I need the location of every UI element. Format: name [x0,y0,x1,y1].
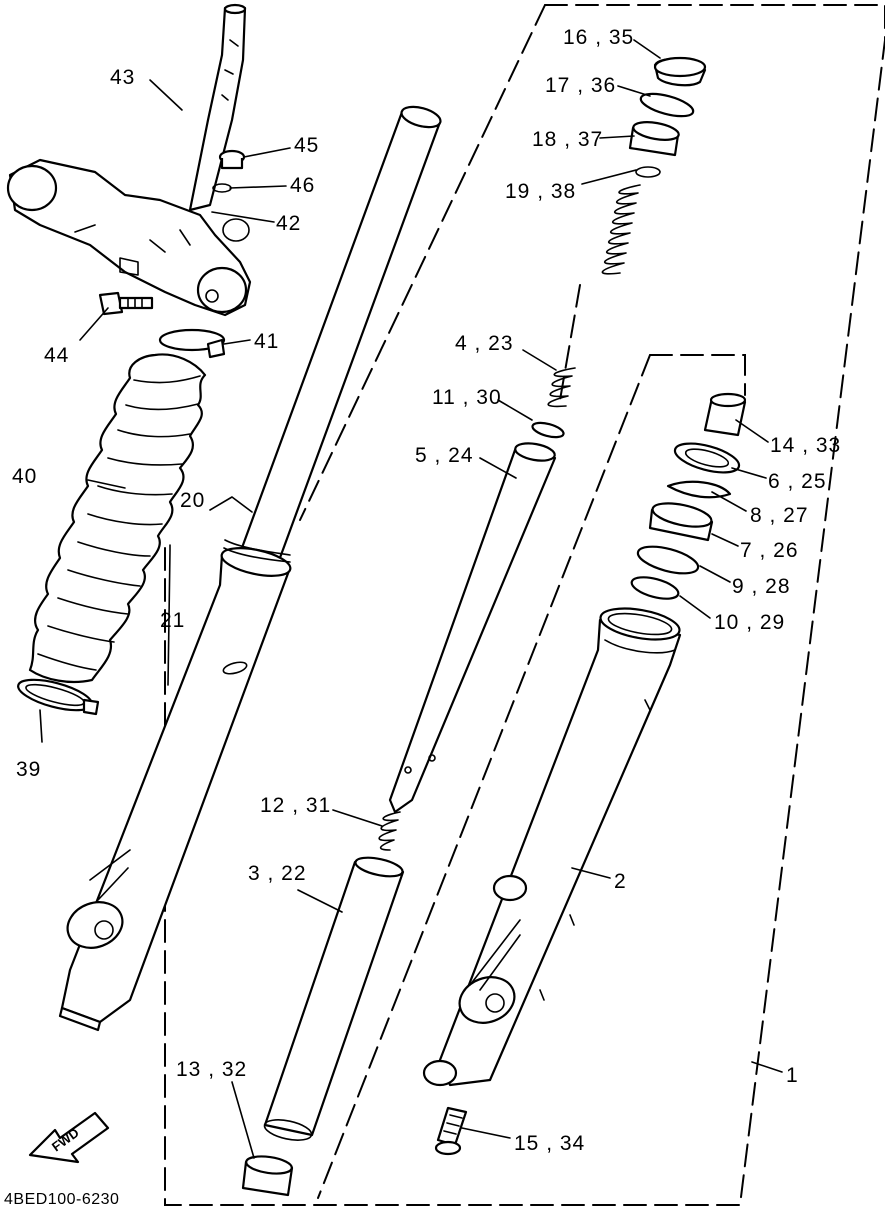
callout-4-23: 4 , 23 [455,332,514,355]
collar-part [703,392,747,437]
callout-42: 42 [276,212,301,235]
callout-13-32: 13 , 32 [176,1058,247,1081]
callout-11-30: 11 , 30 [432,386,502,409]
callout-6-25: 6 , 25 [768,470,827,493]
taper-spring-part [378,811,401,851]
oil-seal-part [648,502,714,542]
stopper-ring-part [666,480,732,499]
callout-1: 1 [786,1064,799,1087]
callout-12-31: 12 , 31 [260,794,331,817]
callout-5-24: 5 , 24 [415,444,474,467]
band-39-part [17,678,100,716]
callout-17-36: 17 , 36 [545,74,616,97]
piston-ring-part [531,421,565,439]
callout-40: 40 [12,465,37,488]
washer-19-part [635,166,661,178]
callout-15-34: 15 , 34 [514,1132,585,1155]
washer-9-part [636,545,700,575]
dust-seal-part [673,442,741,474]
callout-14-33: 14 , 33 [770,434,841,457]
callout-20: 20 [180,489,205,512]
fork-spring-part [601,184,641,275]
damper-cylinder-part [263,856,405,1141]
diagram-code: 4BED100-6230 [4,1191,119,1208]
band-41-part [158,328,226,359]
oil-lock-piece-part [241,1155,294,1197]
fork-boot-part [28,353,207,684]
outer-tube-21-part [58,539,292,1032]
bolt-45-part [218,149,246,170]
outer-tube-2-part [422,607,682,1087]
callout-2: 2 [614,870,627,893]
callout-21: 21 [160,609,185,632]
spacer-18-part [628,121,680,157]
callout-45: 45 [294,134,319,157]
callout-44: 44 [44,344,69,367]
callout-7-26: 7 , 26 [740,539,799,562]
o-ring-17-part [639,92,695,118]
damper-rod-part [388,442,557,814]
callout-43: 43 [110,66,135,89]
callout-46: 46 [290,174,315,197]
callout-9-28: 9 , 28 [732,575,791,598]
washer-46-part [212,183,232,193]
cap-bolt-16-part [653,56,707,87]
callout-19-38: 19 , 38 [505,180,576,203]
callout-3-22: 3 , 22 [248,862,307,885]
callout-10-29: 10 , 29 [714,611,785,634]
fwd-arrow-icon: FWD [28,1111,110,1164]
o-ring-42-part [222,218,250,242]
bolt-44-part [98,291,154,316]
under-bracket-part [6,158,252,317]
callout-8-27: 8 , 27 [750,504,809,527]
bushing-10-part [630,576,680,600]
steering-stem-part [188,3,247,212]
assembly-outline [164,4,885,1206]
callout-39: 39 [16,758,41,781]
callout-labels: 43 45 46 42 44 41 40 20 21 39 16 , 35 17… [4,26,841,1208]
leader-lines [39,39,783,1159]
rebound-spring-part [547,367,576,408]
bolt-15-part [434,1106,468,1156]
callout-16-35: 16 , 35 [563,26,634,49]
callout-18-37: 18 , 37 [532,128,603,151]
callout-41: 41 [254,330,279,353]
